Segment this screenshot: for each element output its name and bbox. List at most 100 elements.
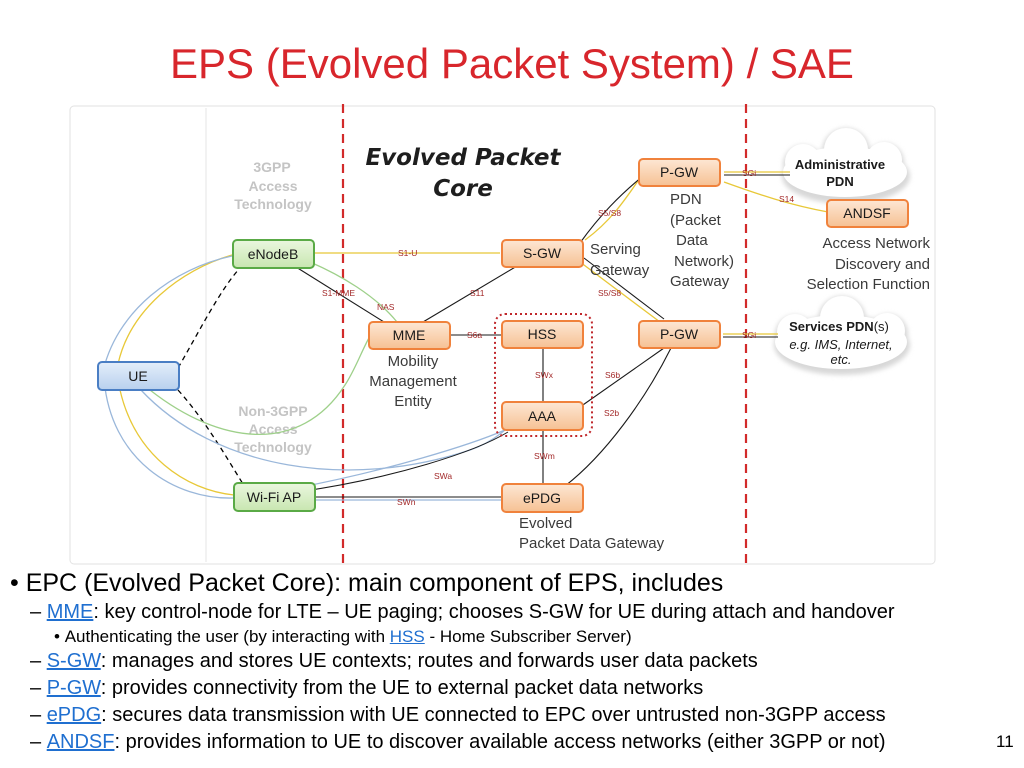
mme-description: Mobility Management Entity <box>369 353 457 410</box>
interface-s5s8-mid: S5/S8 <box>598 288 621 298</box>
svg-text:Packet Data Gateway: Packet Data Gateway <box>519 535 665 552</box>
svg-text:Data: Data <box>676 232 708 249</box>
svg-text:Network): Network) <box>674 253 734 270</box>
svg-text:ePDG: ePDG <box>523 490 561 506</box>
svg-text:UE: UE <box>128 368 147 384</box>
svg-text:Evolved: Evolved <box>519 515 572 532</box>
bullet-list: • EPC (Evolved Packet Core): main compon… <box>10 568 1020 756</box>
svg-text:eNodeB: eNodeB <box>248 246 299 262</box>
hss-node[interactable]: HSS <box>501 320 584 349</box>
svg-text:Wi-Fi AP: Wi-Fi AP <box>247 489 301 505</box>
svg-text:Discovery and: Discovery and <box>835 256 930 273</box>
hss-link[interactable]: HSS <box>389 627 425 646</box>
svg-text:Serving: Serving <box>590 241 641 258</box>
pdn-gateway-description: PDN (Packet Data Network) Gateway <box>670 191 734 290</box>
bullet-epc: • EPC (Evolved Packet Core): main compon… <box>10 569 724 597</box>
svg-text:Selection Function: Selection Function <box>807 276 930 293</box>
svg-text:Access Network: Access Network <box>822 235 930 252</box>
s6b-line <box>579 347 665 408</box>
interface-swm: SWm <box>534 451 555 461</box>
s11-line <box>422 265 518 323</box>
nas-line <box>309 261 398 323</box>
ue-enodeb-blue <box>101 255 233 377</box>
wifi-ap-node[interactable]: Wi-Fi AP <box>233 482 316 512</box>
ue-enodeb-radio-link <box>177 267 241 369</box>
swa-line <box>295 429 506 489</box>
mme-node[interactable]: MME <box>368 321 451 350</box>
page-number: 11 <box>996 732 1014 751</box>
pgw-mid-node[interactable]: P-GW <box>638 320 721 349</box>
epdg-link[interactable]: ePDG <box>46 704 102 726</box>
svg-text:3GPP: 3GPP <box>253 159 290 175</box>
services-pdn-example: e.g. IMS, Internet, <box>789 337 892 352</box>
sgw-node[interactable]: S-GW <box>501 239 584 268</box>
s5s8-mid-line <box>579 261 661 323</box>
svg-text:S-GW: S-GW <box>523 245 562 261</box>
interface-s14: S14 <box>779 194 794 204</box>
svg-text:Access: Access <box>248 421 297 437</box>
aaa-node[interactable]: AAA <box>501 401 584 431</box>
swa-line-2 <box>297 431 509 493</box>
interface-s1mme: S1-MME <box>322 288 355 298</box>
epdg-node[interactable]: ePDG <box>501 483 584 513</box>
services-pdn-cloud <box>774 296 910 375</box>
region-label-non3gpp: Non-3GPP Access Technology <box>234 403 312 455</box>
bullet-andsf: – ANDSF: provides information to UE to d… <box>30 731 886 753</box>
svg-text:MME: MME <box>393 327 426 343</box>
svg-text:Core: Core <box>433 176 493 202</box>
svg-text:ANDSF: ANDSF <box>843 205 890 221</box>
svg-text:Gateway: Gateway <box>590 262 650 279</box>
svg-text:Gateway: Gateway <box>670 273 730 290</box>
andsf-node[interactable]: ANDSF <box>826 199 909 228</box>
epc-heading: Evolved Packet Core <box>365 145 561 202</box>
interface-s6a: S6a <box>467 330 482 340</box>
slide-title: EPS (Evolved Packet System) / SAE <box>170 40 854 87</box>
interface-nas: NAS <box>377 302 395 312</box>
ue-wifi-yellow <box>119 389 235 496</box>
svg-text:P-GW: P-GW <box>660 164 699 180</box>
s14-line <box>723 181 829 213</box>
interface-sgi-mid: SGi <box>742 330 756 340</box>
pgw-link[interactable]: P-GW <box>46 677 101 699</box>
services-pdn-example-2: etc. <box>831 352 852 367</box>
interface-swn: SWn <box>397 497 416 507</box>
interface-s11: S11 <box>470 288 485 298</box>
sgw-link[interactable]: S-GW <box>46 650 101 672</box>
administrative-pdn-label: Administrative <box>795 157 885 172</box>
pgw-top-node[interactable]: P-GW <box>638 158 721 187</box>
svg-text:Technology: Technology <box>234 196 312 212</box>
svg-text:PDN: PDN <box>670 191 702 208</box>
bullet-sgw: – S-GW: manages and stores UE contexts; … <box>30 650 758 672</box>
bullet-mme: – MME: key control-node for LTE – UE pag… <box>30 601 895 623</box>
eps-architecture-diagram: 3GPP Access Technology Non-3GPP Access T… <box>69 104 936 566</box>
s5s8-top-line-black <box>579 175 644 244</box>
svg-text:Non-3GPP: Non-3GPP <box>238 403 307 419</box>
interface-swx: SWx <box>535 370 554 380</box>
svg-text:Management: Management <box>369 373 457 390</box>
ue-wifi-radio-link <box>177 389 244 485</box>
svg-text:(Packet: (Packet <box>670 212 722 229</box>
sgw-description: Serving Gateway <box>590 241 650 279</box>
bullet-epdg: – ePDG: secures data transmission with U… <box>30 704 886 726</box>
interface-sgi-top: SGi <box>742 168 756 178</box>
andsf-description: Access Network Discovery and Selection F… <box>807 235 931 293</box>
svg-text:Evolved Packet: Evolved Packet <box>365 145 561 171</box>
svg-text:HSS: HSS <box>528 326 557 342</box>
epdg-description: Evolved Packet Data Gateway <box>519 515 665 552</box>
andsf-link[interactable]: ANDSF <box>46 731 115 753</box>
interface-s5s8-top: S5/S8 <box>598 208 621 218</box>
bullet-authenticating: • Authenticating the user (by interactin… <box>54 627 632 646</box>
enodeb-node[interactable]: eNodeB <box>232 239 315 269</box>
ue-wifi-blue <box>103 377 235 499</box>
svg-text:Entity: Entity <box>394 393 432 410</box>
s5s8-top-line <box>584 177 641 241</box>
interface-s1u: S1-U <box>398 248 417 258</box>
svg-text:Access: Access <box>248 178 297 194</box>
administrative-pdn-label-2: PDN <box>826 174 853 189</box>
ue-node[interactable]: UE <box>97 361 180 391</box>
s2b-line <box>564 347 672 487</box>
s5s8-mid-line-black <box>583 257 665 320</box>
interface-swa: SWa <box>434 471 452 481</box>
mme-link[interactable]: MME <box>46 601 94 623</box>
ue-mme-green <box>149 335 371 436</box>
